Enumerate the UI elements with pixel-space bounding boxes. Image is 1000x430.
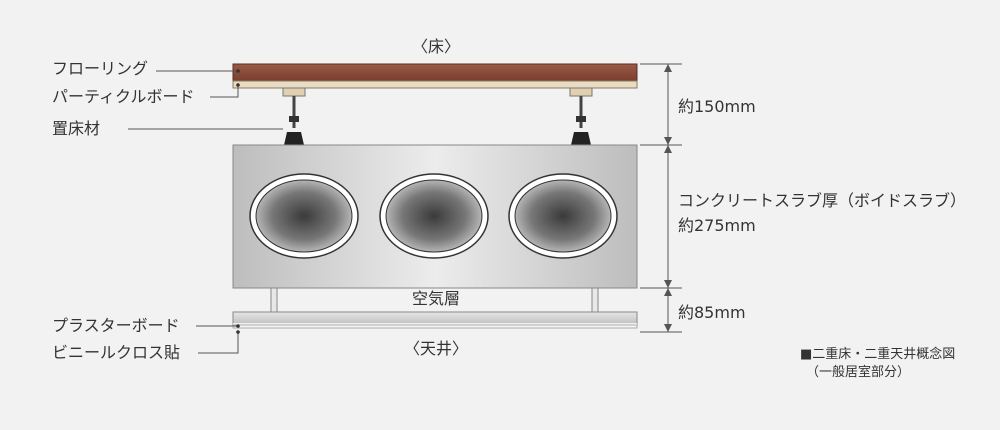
floor-height-dimension: 約150mm	[678, 97, 756, 116]
slab-title: コンクリートスラブ厚（ボイドスラブ）	[678, 191, 966, 210]
plaster-board-label: プラスターボード	[52, 316, 180, 335]
slab-void-3	[508, 173, 618, 259]
vinyl-cloth-label: ビニールクロス貼	[52, 343, 180, 362]
slab-void-2	[379, 173, 489, 259]
vinyl-cloth-layer	[232, 324, 638, 329]
flooring-layer	[232, 63, 638, 82]
ceiling-space-dimension: 約85mm	[678, 303, 746, 322]
floor-title: 〈床〉	[412, 37, 460, 56]
slab-thickness-dimension: 約275mm	[678, 216, 756, 235]
dimension-lines	[640, 63, 682, 333]
ceiling-hanger-right	[591, 287, 599, 313]
particle-board-label: パーティクルボード	[52, 87, 195, 106]
ceiling-hanger-left	[270, 287, 278, 313]
caption-subtitle: （一般居室部分）	[806, 364, 910, 380]
ceiling-title: 〈天井〉	[404, 339, 468, 358]
flooring-label: フローリング	[52, 59, 148, 78]
caption-title: ■二重床・二重天井概念図	[800, 346, 955, 362]
plaster-board-layer	[232, 311, 638, 326]
particle-board-layer	[232, 80, 638, 89]
floor-support-right	[569, 87, 593, 145]
floor-support-left	[282, 87, 306, 145]
air-layer-label: 空気層	[412, 289, 460, 308]
slab-void-1	[249, 173, 359, 259]
floor-support-label: 置床材	[52, 119, 100, 138]
